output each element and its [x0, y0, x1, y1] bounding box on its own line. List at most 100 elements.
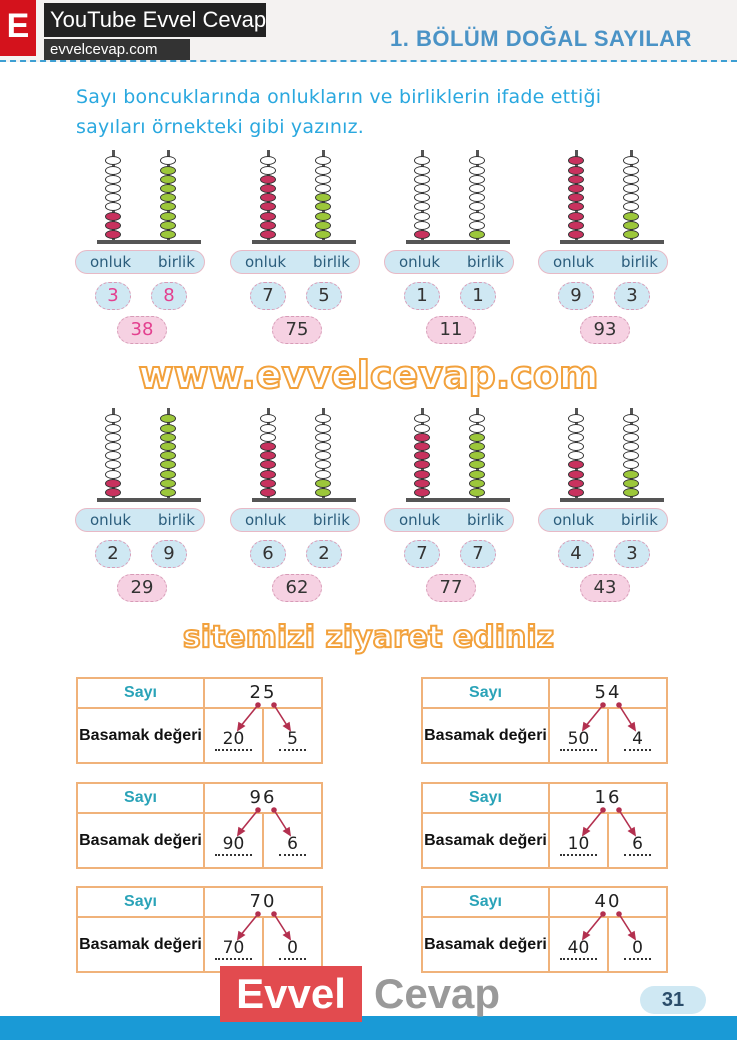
- empty-bead: [105, 156, 121, 166]
- tens-bead: [260, 174, 276, 184]
- tens-bead: [260, 230, 276, 239]
- abacus-base: [97, 240, 201, 244]
- watermark-sub: sitemizi ziyaret ediniz: [182, 619, 555, 656]
- ones-bead: [315, 488, 331, 497]
- ones-label: birlik: [313, 253, 350, 271]
- ones-label: birlik: [313, 511, 350, 529]
- number-label: Sayı: [78, 784, 205, 814]
- tens-bead: [105, 478, 121, 488]
- tens-bead: [568, 488, 584, 497]
- empty-bead: [260, 156, 276, 166]
- tens-bead: [568, 193, 584, 203]
- tens-bead: [568, 211, 584, 221]
- tens-value: 10: [559, 834, 598, 856]
- empty-bead: [315, 165, 331, 175]
- tens-bead: [260, 451, 276, 461]
- number-label: Sayı: [423, 679, 550, 709]
- ones-value: 0: [624, 938, 651, 960]
- total-answer: 75: [272, 316, 322, 344]
- empty-bead: [105, 165, 121, 175]
- ones-bead: [160, 478, 176, 488]
- place-value-table: Sayı 54 Basamak değeri 50 4: [421, 677, 668, 764]
- total-answer: 93: [580, 316, 630, 344]
- tens-answer: 7: [250, 282, 286, 310]
- tens-bead: [414, 488, 430, 497]
- empty-bead: [260, 414, 276, 424]
- empty-bead: [469, 202, 485, 212]
- empty-bead: [568, 451, 584, 461]
- ones-bead: [623, 488, 639, 497]
- tens-bead: [105, 220, 121, 230]
- empty-bead: [623, 432, 639, 442]
- place-value-label: Basamak değeri: [423, 814, 550, 867]
- empty-bead: [105, 432, 121, 442]
- ones-bead: [160, 423, 176, 433]
- arrows-icon: [581, 807, 637, 837]
- ones-bead: [623, 478, 639, 488]
- place-value-label: Basamak değeri: [423, 709, 550, 762]
- tens-bead: [568, 174, 584, 184]
- empty-bead: [623, 423, 639, 433]
- empty-bead: [105, 202, 121, 212]
- empty-bead: [105, 423, 121, 433]
- ones-bead: [160, 414, 176, 424]
- ones-value: 4: [624, 729, 651, 751]
- ones-bead: [160, 442, 176, 451]
- total-answer: 38: [117, 316, 167, 344]
- arrows-icon: [581, 911, 637, 941]
- tens-label: onluk: [90, 511, 132, 529]
- empty-bead: [623, 460, 639, 470]
- tens-answer: 1: [404, 282, 440, 310]
- ones-bead: [160, 460, 176, 470]
- ones-answer: 3: [614, 282, 650, 310]
- ones-bead: [623, 211, 639, 221]
- empty-bead: [315, 423, 331, 433]
- ones-bead: [160, 202, 176, 212]
- empty-bead: [623, 184, 639, 193]
- ones-answer: 1: [460, 282, 496, 310]
- tens-bead: [568, 165, 584, 175]
- empty-bead: [469, 220, 485, 230]
- ones-label: birlik: [158, 511, 195, 529]
- empty-bead: [568, 432, 584, 442]
- tens-bead: [105, 230, 121, 239]
- total-answer: 62: [272, 574, 322, 602]
- ones-bead: [469, 469, 485, 479]
- ones-bead: [160, 193, 176, 203]
- tens-bead: [260, 442, 276, 451]
- abacus-base: [406, 240, 510, 244]
- tens-label: onluk: [553, 511, 595, 529]
- empty-bead: [568, 414, 584, 424]
- tens-bead: [260, 469, 276, 479]
- empty-bead: [105, 460, 121, 470]
- tens-value: 70: [214, 938, 253, 960]
- ones-bead: [160, 184, 176, 193]
- abacus-base: [252, 240, 356, 244]
- ones-bead: [315, 230, 331, 239]
- place-value-table: Sayı 96 Basamak değeri 90 6: [76, 782, 323, 869]
- number-value: 96: [205, 784, 321, 814]
- instruction-text: Sayı boncuklarında onlukların ve birlikl…: [76, 86, 602, 138]
- tens-bead: [260, 184, 276, 193]
- empty-bead: [469, 156, 485, 166]
- empty-bead: [469, 423, 485, 433]
- empty-bead: [315, 414, 331, 424]
- arrows-icon: [236, 911, 292, 941]
- tens-bead: [105, 211, 121, 221]
- ones-label: birlik: [621, 253, 658, 271]
- abacus-base: [252, 498, 356, 502]
- empty-bead: [414, 165, 430, 175]
- empty-bead: [568, 423, 584, 433]
- empty-bead: [469, 193, 485, 203]
- tens-answer: 7: [404, 540, 440, 568]
- empty-bead: [414, 220, 430, 230]
- number-label: Sayı: [423, 784, 550, 814]
- tens-bead: [568, 230, 584, 239]
- number-value: 54: [550, 679, 666, 709]
